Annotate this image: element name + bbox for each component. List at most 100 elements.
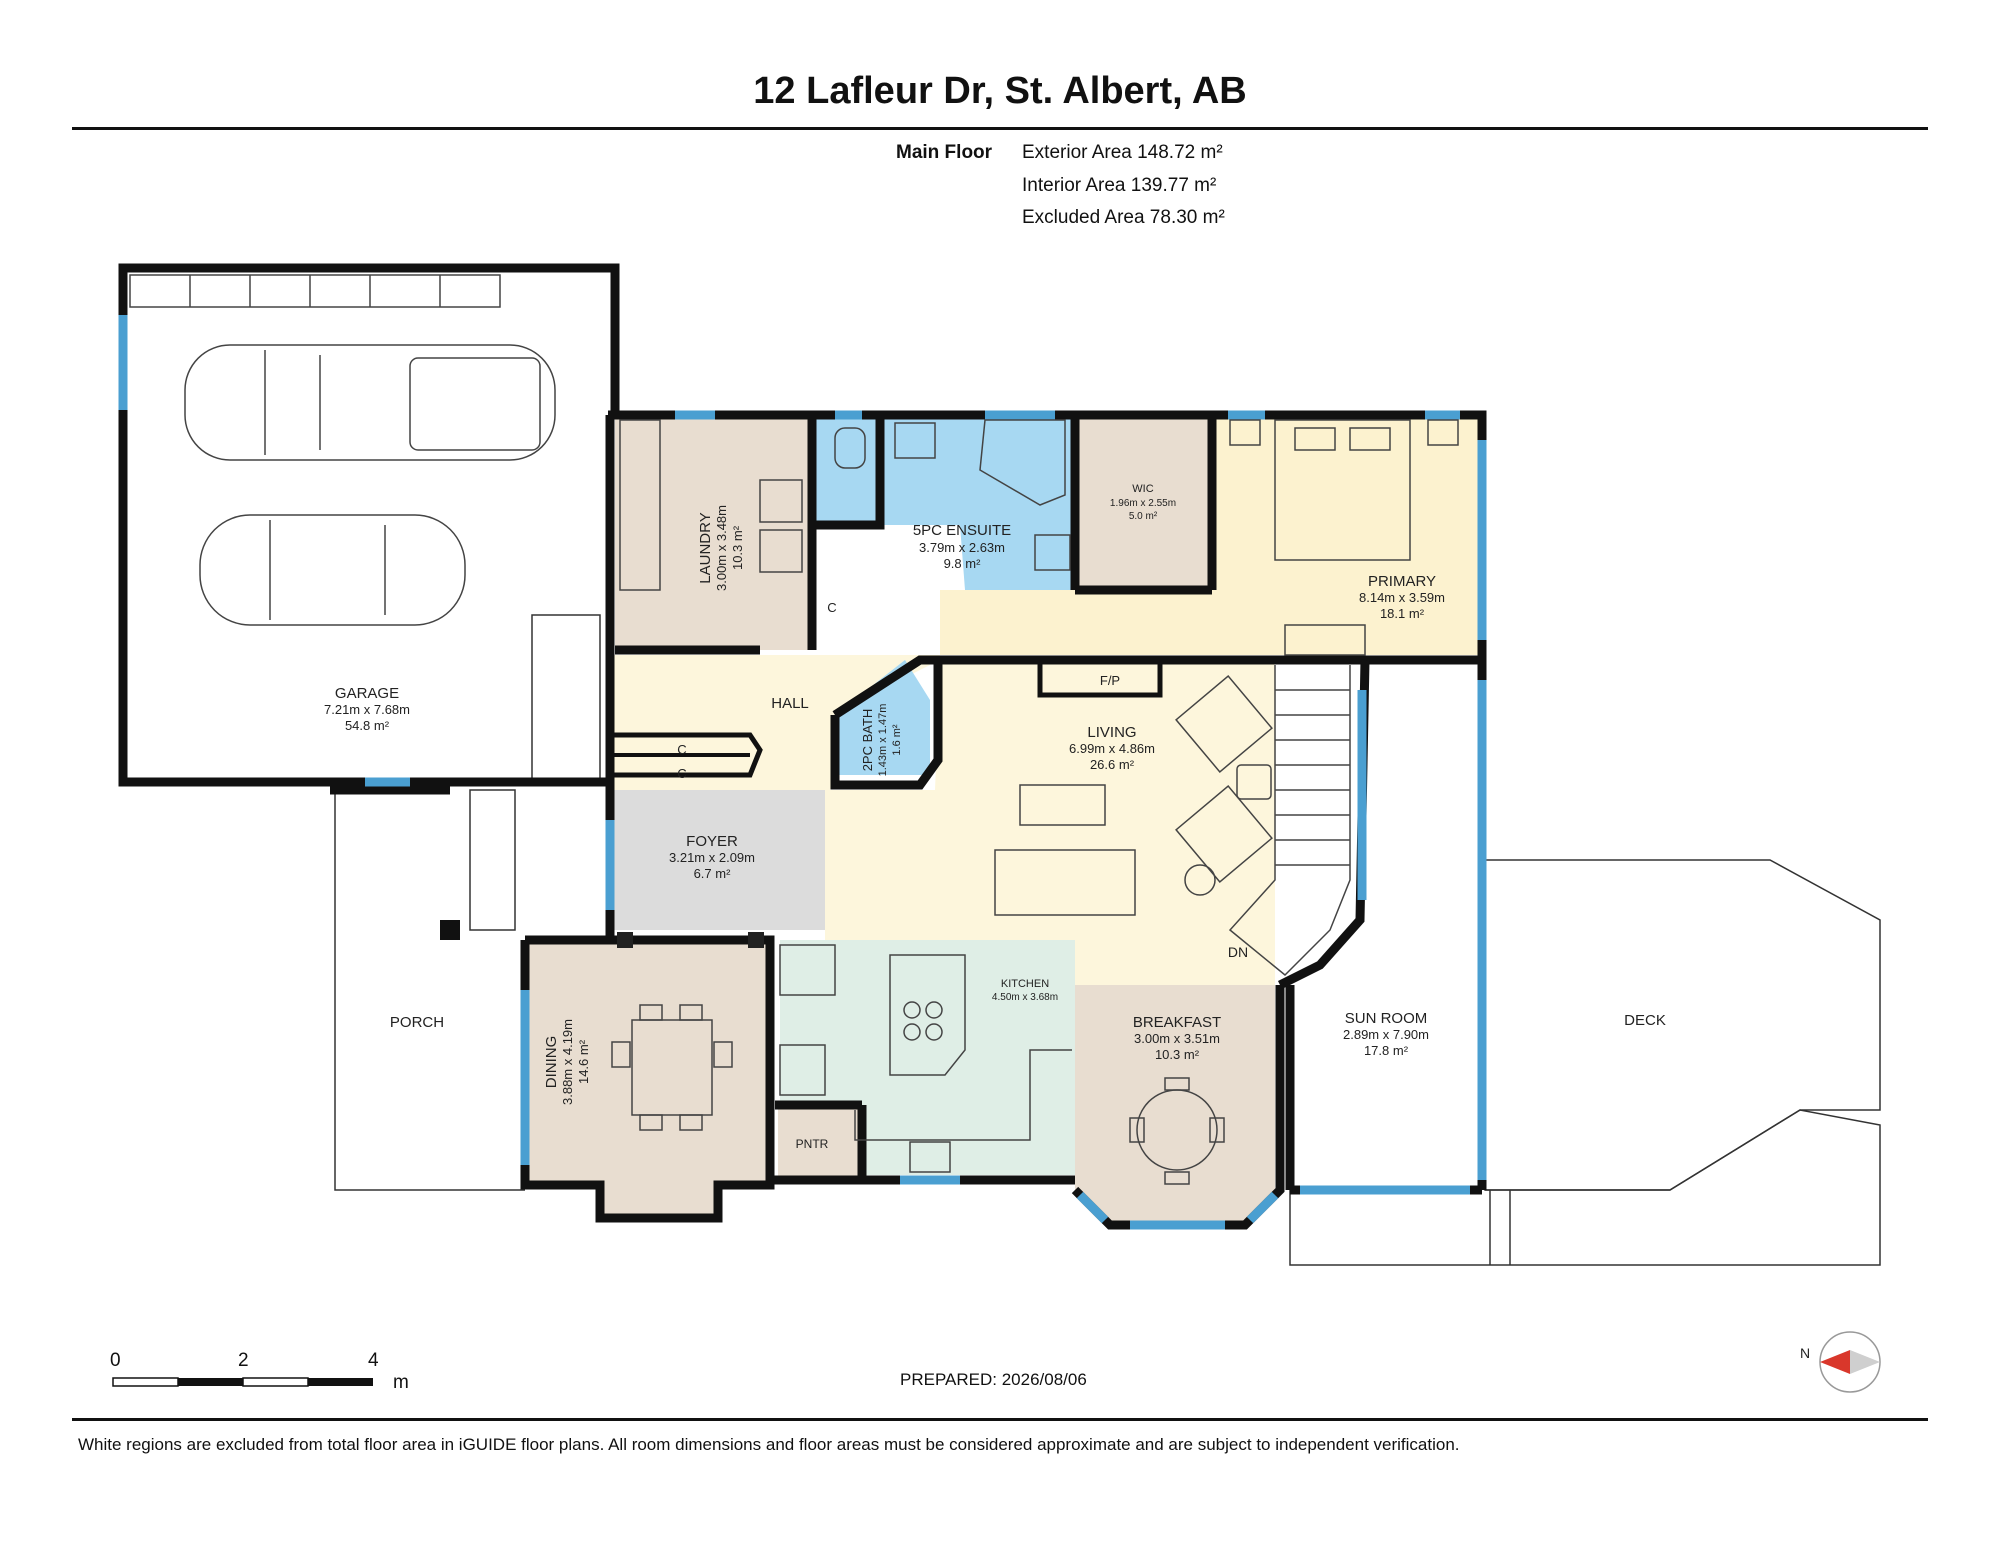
garage-area: 54.8 m² xyxy=(345,718,390,733)
sunroom-dims: 2.89m x 7.90m xyxy=(1343,1027,1429,1042)
dining-name: DINING xyxy=(543,1036,560,1089)
page-title: 12 Lafleur Dr, St. Albert, AB xyxy=(753,70,1247,112)
sunroom-area: 17.8 m² xyxy=(1364,1043,1409,1058)
garage-fill xyxy=(125,270,615,778)
garage-door xyxy=(129,274,501,308)
footer-divider xyxy=(72,1418,1928,1421)
ensuite-area: 9.8 m² xyxy=(944,556,982,571)
car-icon xyxy=(184,344,556,461)
garage-name: GARAGE xyxy=(335,685,399,702)
scale-unit: m xyxy=(393,1372,409,1393)
prepared-date: PREPARED: 2026/08/06 xyxy=(900,1370,1087,1389)
foyer-name: FOYER xyxy=(686,833,738,850)
vanity xyxy=(894,422,936,459)
closet-label: C xyxy=(677,742,686,757)
title-divider xyxy=(72,127,1928,130)
stove xyxy=(779,1044,826,1096)
column xyxy=(617,932,633,948)
scale-tick-4: 4 xyxy=(368,1350,379,1371)
ensuite-name: 5PC ENSUITE xyxy=(913,522,1011,539)
stair-wall xyxy=(1277,659,1370,990)
staircase xyxy=(1228,665,1351,977)
washer xyxy=(759,479,803,523)
primary-name: PRIMARY xyxy=(1368,573,1436,590)
foyer-dims: 3.21m x 2.09m xyxy=(669,850,755,865)
laundry-fill xyxy=(615,415,810,650)
kitchen-name: KITCHEN xyxy=(1001,978,1049,990)
garage-dims: 7.21m x 7.68m xyxy=(324,702,410,717)
exterior-area: Exterior Area 148.72 m² xyxy=(1022,142,1223,163)
dining-area: 14.6 m² xyxy=(576,1039,591,1084)
scale-bar xyxy=(112,1377,373,1387)
compass-icon: N xyxy=(1800,1331,1881,1393)
window-breakfast-1 xyxy=(1076,1191,1109,1224)
bed xyxy=(1274,419,1411,561)
laundry-name: LAUNDRY xyxy=(697,512,714,583)
laundry-dims: 3.00m x 3.48m xyxy=(714,505,729,591)
fridge xyxy=(779,944,836,996)
bath2-wall xyxy=(830,655,943,790)
kitchen-counter xyxy=(854,1049,1072,1141)
front-steps xyxy=(469,789,516,931)
compass-north-label: N xyxy=(1800,1345,1810,1361)
fixtures xyxy=(129,274,1459,1185)
sink xyxy=(909,1141,951,1173)
breakfast-name: BREAKFAST xyxy=(1133,1014,1221,1031)
room-labels: GARAGE 7.21m x 7.68m 54.8 m² LAUNDRY 3.0… xyxy=(324,483,1666,1151)
column xyxy=(440,920,460,940)
dining-wall xyxy=(520,935,775,1223)
tub xyxy=(979,419,1066,506)
kitchen-island xyxy=(889,954,966,1076)
wic-fill xyxy=(1075,415,1212,590)
deck-name: DECK xyxy=(1624,1012,1666,1029)
side-table-round xyxy=(1184,864,1216,896)
ensuite-dims: 3.79m x 2.63m xyxy=(919,540,1005,555)
disclaimer-note: White regions are excluded from total fl… xyxy=(78,1435,1460,1454)
hall-name: HALL xyxy=(771,695,809,712)
foyer-fill xyxy=(610,790,825,930)
breakfast-dims: 3.00m x 3.51m xyxy=(1134,1031,1220,1046)
windows xyxy=(118,315,1487,1230)
floor-label: Main Floor xyxy=(896,142,993,163)
pntr-name: PNTR xyxy=(796,1137,829,1151)
bath2-name: 2PC BATH xyxy=(860,709,875,772)
dining-dims: 3.88m x 4.19m xyxy=(560,1019,575,1105)
wic-name: WIC xyxy=(1132,483,1153,495)
window-breakfast-3 xyxy=(1246,1191,1279,1224)
closet-label: C xyxy=(827,600,836,615)
sofa xyxy=(994,849,1136,916)
wic-area: 5.0 m² xyxy=(1129,511,1158,522)
column xyxy=(748,932,764,948)
living-area: 26.6 m² xyxy=(1090,757,1135,772)
fireplace xyxy=(1037,657,1163,698)
pntr-fill xyxy=(778,1105,860,1180)
toilet xyxy=(834,427,866,469)
ensuite-inner-wall xyxy=(815,415,885,530)
coffee-table xyxy=(1019,784,1106,826)
bath2-fill xyxy=(835,660,930,775)
armchair xyxy=(1175,675,1273,773)
closet-outline xyxy=(613,732,763,778)
dryer xyxy=(759,529,803,573)
kitchen-dims: 4.50m x 3.68m xyxy=(992,992,1058,1003)
sunroom-name: SUN ROOM xyxy=(1345,1010,1428,1027)
dining-table xyxy=(631,1019,713,1116)
scale-tick-0: 0 xyxy=(110,1350,121,1371)
laundry-area: 10.3 m² xyxy=(730,525,745,570)
breakfast-area: 10.3 m² xyxy=(1155,1047,1200,1062)
excluded-area: Excluded Area 78.30 m² xyxy=(1022,207,1225,228)
side-table xyxy=(1236,764,1272,800)
deck-outline xyxy=(1484,859,1881,1191)
bath2-area: 1.6 m² xyxy=(891,724,903,756)
dresser xyxy=(1284,624,1366,656)
living-name: LIVING xyxy=(1087,724,1136,741)
porch-name: PORCH xyxy=(390,1014,444,1031)
foyer-area: 6.7 m² xyxy=(694,866,732,881)
car-icon xyxy=(199,514,466,626)
porch-outline xyxy=(334,790,525,1191)
garage-wall xyxy=(118,263,620,787)
vanity-2 xyxy=(1034,534,1071,571)
interior-area: Interior Area 139.77 m² xyxy=(1022,175,1217,196)
living-dims: 6.99m x 4.86m xyxy=(1069,741,1155,756)
